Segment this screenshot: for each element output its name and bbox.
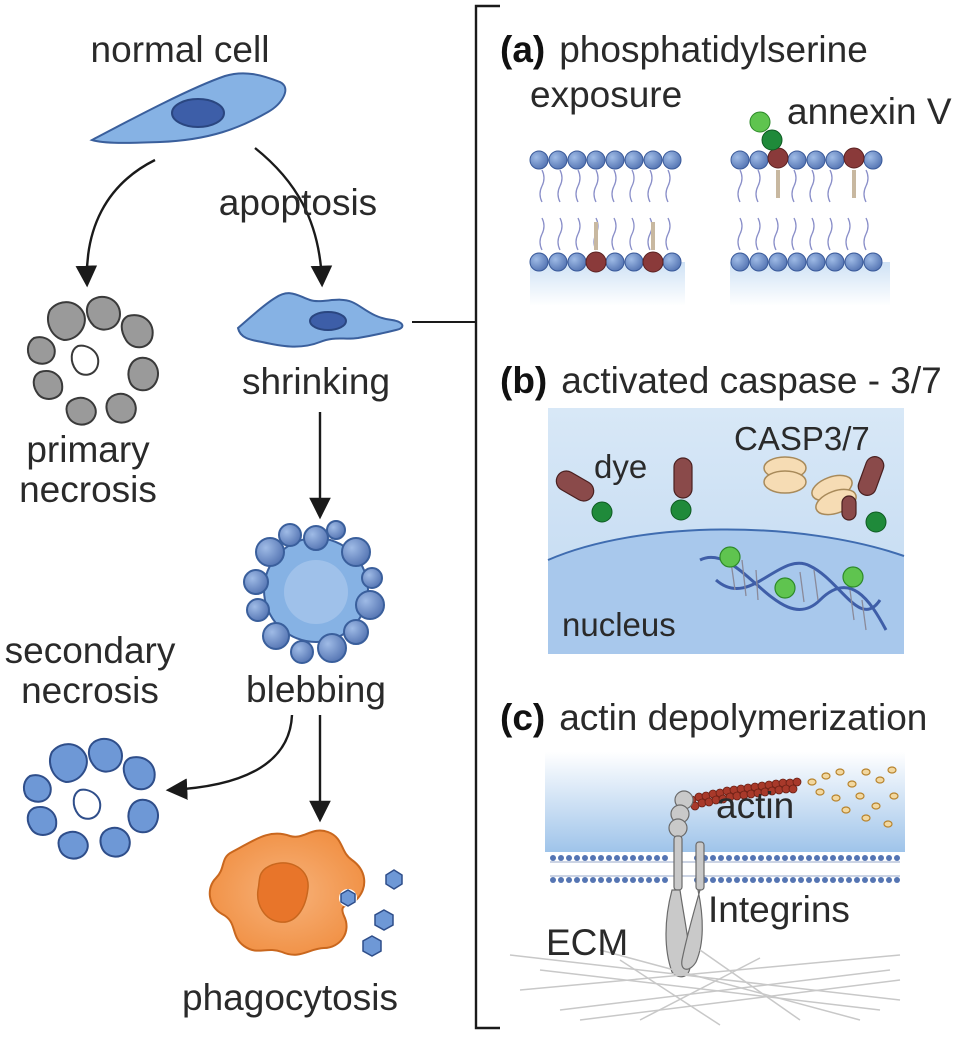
- nucleus-label: nucleus: [562, 606, 676, 643]
- annexin-label: annexin V: [787, 91, 952, 132]
- panel-bracket: [474, 4, 500, 1030]
- panel-c-letter: (c): [500, 697, 545, 738]
- primary-necrosis-label-2: necrosis: [19, 469, 157, 510]
- dye-label: dye: [594, 448, 647, 485]
- secondary-necrosis-label-2: necrosis: [21, 670, 159, 711]
- panel-a-heading: (a) phosphatidylserine: [500, 29, 868, 70]
- blebbing-label: blebbing: [246, 669, 386, 710]
- caspase-panel: [547, 408, 905, 654]
- dye-molecule-4: [841, 495, 857, 521]
- secondary-necrosis-label-1: secondary: [5, 630, 176, 671]
- normal-cell-label: normal cell: [91, 29, 270, 70]
- integrins-label: Integrins: [708, 889, 850, 930]
- secondary-necrosis-cell: [22, 737, 159, 860]
- primary-necrosis-cell: [26, 295, 159, 426]
- actin-panel: [509, 752, 905, 1026]
- membrane-ps-exposed: [730, 111, 890, 306]
- phagocyte-cell: [208, 829, 403, 957]
- ecm-label: ECM: [546, 922, 628, 963]
- casp-label: CASP3/7: [734, 420, 870, 457]
- dye-molecule-1: [555, 470, 613, 523]
- actin-label: actin: [716, 785, 794, 826]
- panel-b-letter: (b): [500, 360, 547, 401]
- phagocytosis-label: phagocytosis: [182, 977, 398, 1018]
- membrane-normal: [529, 150, 685, 306]
- shrinking-label: shrinking: [242, 361, 390, 402]
- panel-b-heading: (b) activated caspase - 3/7: [500, 360, 942, 401]
- arrow-to-primary-necrosis: [75, 158, 156, 288]
- panel-c-heading: (c) actin depolymerization: [500, 697, 927, 738]
- panel-b-title: activated caspase - 3/7: [561, 360, 942, 401]
- integrin-molecule: [665, 790, 705, 978]
- normal-cell: [89, 72, 287, 144]
- panel-a-title-1: phosphatidylserine: [559, 29, 868, 70]
- dye-molecule-2: [670, 457, 693, 521]
- panel-a-title-2: exposure: [530, 74, 682, 115]
- blebbing-cell: [243, 520, 385, 664]
- panel-a-letter: (a): [500, 29, 545, 70]
- arrow-to-shrinking: [254, 147, 333, 288]
- caspase-enzyme: [763, 456, 857, 516]
- arrow-to-secondary-necrosis: [165, 714, 294, 800]
- panel-c-title: actin depolymerization: [559, 697, 927, 738]
- shrinking-cell: [236, 292, 404, 348]
- primary-necrosis-label-1: primary: [26, 429, 150, 470]
- dye-molecule-3: [857, 456, 887, 533]
- apoptosis-label: apoptosis: [219, 182, 377, 223]
